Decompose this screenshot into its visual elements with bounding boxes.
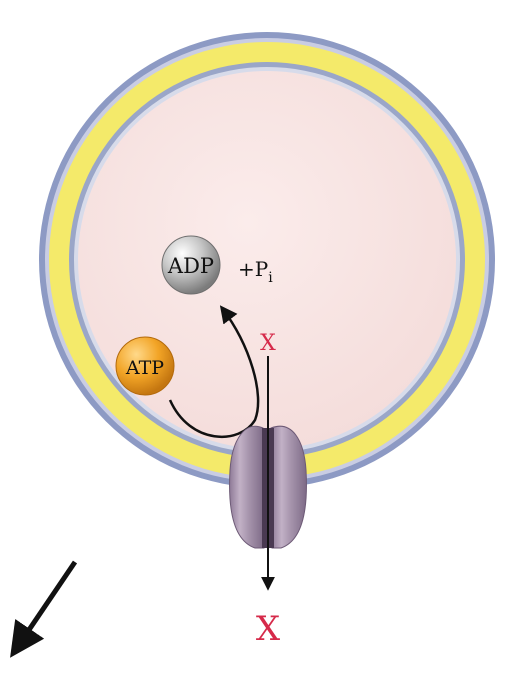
substrate-x-outside: X bbox=[256, 609, 281, 649]
arrow-down-left-icon bbox=[14, 562, 75, 652]
atp-label: ATP bbox=[125, 357, 164, 379]
atp-group: ATP bbox=[116, 337, 174, 395]
substrate-x-inside: X bbox=[260, 331, 276, 356]
transporter-left-lobe bbox=[230, 426, 264, 548]
transporter-right-lobe bbox=[271, 426, 306, 548]
adp-label: ADP bbox=[167, 254, 214, 278]
p-subscript: i bbox=[268, 270, 273, 286]
plus-p-text: +P bbox=[238, 257, 268, 281]
